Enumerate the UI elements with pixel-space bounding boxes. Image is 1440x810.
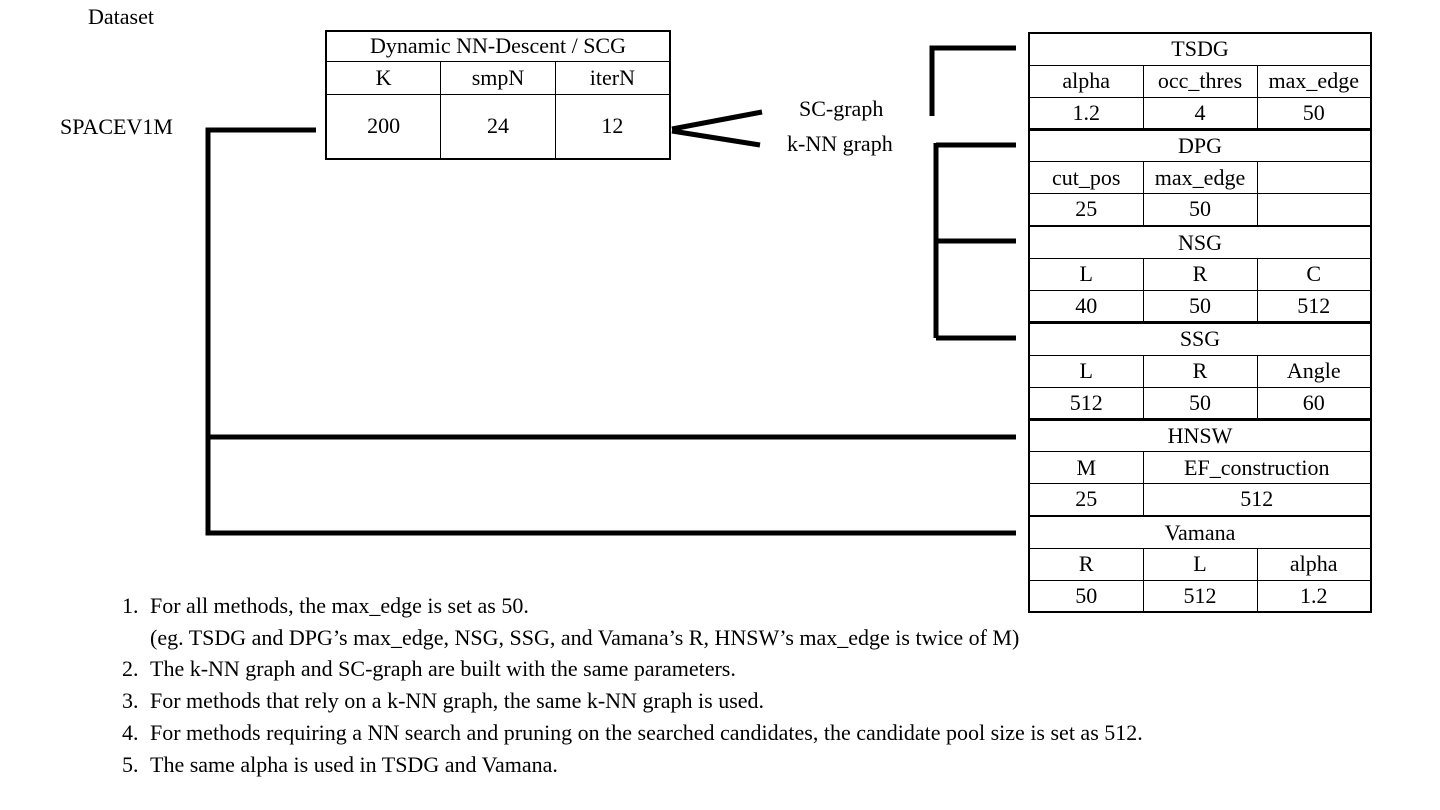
param-value: 1.2	[1256, 579, 1372, 613]
arrow-sc-graph-to-tsdg	[929, 45, 1016, 116]
note-item: 4. For methods requiring a NN search and…	[122, 717, 1422, 749]
note-item: 1. For all methods, the max_edge is set …	[122, 590, 1422, 653]
note-line: For all methods, the max_edge is set as …	[150, 593, 529, 618]
param-value: 512	[1142, 579, 1258, 613]
param-header: alpha	[1256, 547, 1372, 581]
param-header: max_edge	[1256, 64, 1372, 98]
param-value	[1256, 193, 1372, 227]
build-table-title: Dynamic NN-Descent / SCG	[325, 30, 671, 62]
param-header: M	[1028, 451, 1144, 485]
method-title: DPG	[1028, 129, 1372, 163]
note-text: For methods that rely on a k-NN graph, t…	[150, 685, 1422, 717]
param-value: 50	[1142, 289, 1258, 323]
param-header: R	[1028, 547, 1144, 581]
build-param-value: 200	[325, 93, 442, 160]
note-text: The same alpha is used in TSDG and Vaman…	[150, 749, 1422, 781]
note-text: The k-NN graph and SC-graph are built wi…	[150, 653, 1422, 685]
method-table-hnsw: HNSW M EF_construction 25 512	[1028, 418, 1372, 517]
note-number: 1.	[122, 593, 139, 618]
param-header: max_edge	[1142, 161, 1258, 195]
param-header: EF_construction	[1142, 451, 1372, 485]
param-header: cut_pos	[1028, 161, 1144, 195]
param-header: L	[1028, 354, 1144, 388]
param-header: alpha	[1028, 64, 1144, 98]
param-value: 512	[1256, 289, 1372, 323]
param-header: R	[1142, 354, 1258, 388]
param-header: occ_thres	[1142, 64, 1258, 98]
dataset-heading: Dataset	[88, 4, 154, 29]
param-header: L	[1142, 547, 1258, 581]
build-param-value: 12	[554, 93, 671, 160]
param-value: 512	[1028, 386, 1144, 420]
build-param-header: smpN	[440, 60, 556, 95]
param-value: 1.2	[1028, 96, 1144, 130]
arrow-build-to-knn-graph	[671, 128, 761, 148]
note-item: 2. The k-NN graph and SC-graph are built…	[122, 653, 1422, 685]
method-title: NSG	[1028, 225, 1372, 259]
param-value: 50	[1142, 193, 1258, 227]
method-title: HNSW	[1028, 419, 1372, 453]
note-line: (eg. TSDG and DPG’s max_edge, NSG, SSG, …	[150, 624, 1020, 650]
param-value: 25	[1028, 483, 1144, 517]
build-param-header: iterN	[554, 60, 671, 95]
note-line: The k-NN graph and SC-graph are built wi…	[150, 656, 736, 682]
method-table-dpg: DPG cut_pos max_edge 25 50	[1028, 128, 1372, 227]
param-value: 4	[1142, 96, 1258, 130]
method-table-nsg: NSG L R C 40 50 512	[1028, 225, 1372, 324]
method-table-tsdg: TSDG alpha occ_thres max_edge 1.2 4 50	[1028, 32, 1372, 130]
notes-list: 1. For all methods, the max_edge is set …	[122, 590, 1422, 780]
method-title: SSG	[1028, 322, 1372, 356]
note-line: For methods requiring a NN search and pr…	[150, 719, 1143, 745]
dataset-source-label: SPACEV1M	[60, 114, 173, 139]
note-item: 5. The same alpha is used in TSDG and Va…	[122, 749, 1422, 781]
arrow-source-to-build-table	[205, 127, 316, 533]
method-title: TSDG	[1028, 32, 1372, 66]
note-line: For methods that rely on a k-NN graph, t…	[150, 688, 765, 714]
note-text: For methods requiring a NN search and pr…	[150, 717, 1422, 749]
method-title: Vamana	[1028, 515, 1372, 549]
method-table-ssg: SSG L R Angle 512 50 60	[1028, 322, 1372, 420]
build-param-value: 24	[440, 93, 556, 160]
param-value: 50	[1256, 96, 1372, 130]
param-header	[1256, 161, 1372, 195]
note-number: 5.	[122, 751, 139, 777]
note-line: The same alpha is used in TSDG and Vaman…	[150, 751, 558, 777]
param-value: 25	[1028, 193, 1144, 227]
note-number: 4.	[122, 719, 139, 745]
note-number: 2.	[122, 656, 139, 682]
param-header: R	[1142, 257, 1258, 291]
knn-graph-label: k-NN graph	[787, 131, 893, 156]
param-value: 50	[1142, 386, 1258, 420]
param-header: L	[1028, 257, 1144, 291]
sc-graph-label: SC-graph	[799, 96, 884, 121]
note-number: 3.	[122, 688, 139, 714]
param-value: 60	[1256, 386, 1372, 420]
build-table-dynamic-nn-descent: Dynamic NN-Descent / SCG K smpN iterN 20…	[325, 30, 671, 160]
arrow-build-to-sc-graph	[671, 109, 763, 132]
method-table-vamana: Vamana R L alpha 50 512 1.2	[1028, 515, 1372, 614]
param-value: 40	[1028, 289, 1144, 323]
param-header: C	[1256, 257, 1372, 291]
build-param-header: K	[325, 60, 442, 95]
param-value: 50	[1028, 579, 1144, 613]
note-text: For all methods, the max_edge is set as …	[150, 590, 1422, 653]
param-header: Angle	[1256, 354, 1372, 388]
param-value: 512	[1142, 483, 1372, 517]
note-item: 3. For methods that rely on a k-NN graph…	[122, 685, 1422, 717]
